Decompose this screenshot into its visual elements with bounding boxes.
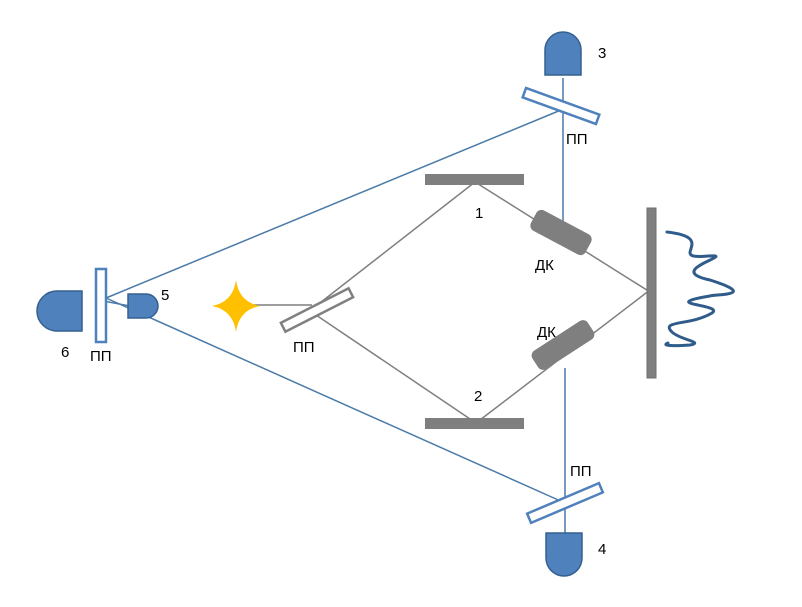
label-compensator-top: ДК <box>535 257 554 274</box>
detector-6 <box>36 290 83 332</box>
detector-5 <box>127 293 159 319</box>
interference-fringe-curve <box>664 230 735 348</box>
beam-left-to-bottom-splitter <box>105 297 566 504</box>
label-detector-6: 6 <box>61 344 69 361</box>
mirror-1 <box>425 174 524 185</box>
detector-4 <box>545 532 583 577</box>
mirror-2 <box>425 418 524 429</box>
beam-left-to-top-splitter <box>105 109 562 299</box>
compensator-bottom <box>531 320 595 370</box>
label-mirror-2: 2 <box>474 388 482 405</box>
screen <box>646 207 657 379</box>
detector-3 <box>544 31 582 76</box>
beam-splitter-to-mirror-2 <box>315 314 477 424</box>
light-source-star-icon <box>212 280 260 332</box>
beam-splitter-to-mirror-1 <box>315 181 476 307</box>
label-splitter-top: ПП <box>566 131 588 148</box>
label-compensator-bottom: ДК <box>537 324 556 341</box>
splitter-center <box>279 286 355 334</box>
label-splitter-center: ПП <box>293 339 315 356</box>
label-detector-3: 3 <box>598 45 606 62</box>
label-splitter-bottom: ПП <box>570 463 592 480</box>
splitter-left <box>94 267 108 344</box>
splitter-bottom <box>525 481 605 525</box>
inner-beam-paths <box>250 181 651 424</box>
label-splitter-left: ПП <box>90 348 112 365</box>
label-detector-5: 5 <box>161 287 169 304</box>
label-detector-4: 4 <box>598 541 606 558</box>
label-mirror-1: 1 <box>475 205 483 222</box>
compensator-top <box>530 209 592 256</box>
splitter-top <box>521 86 601 126</box>
